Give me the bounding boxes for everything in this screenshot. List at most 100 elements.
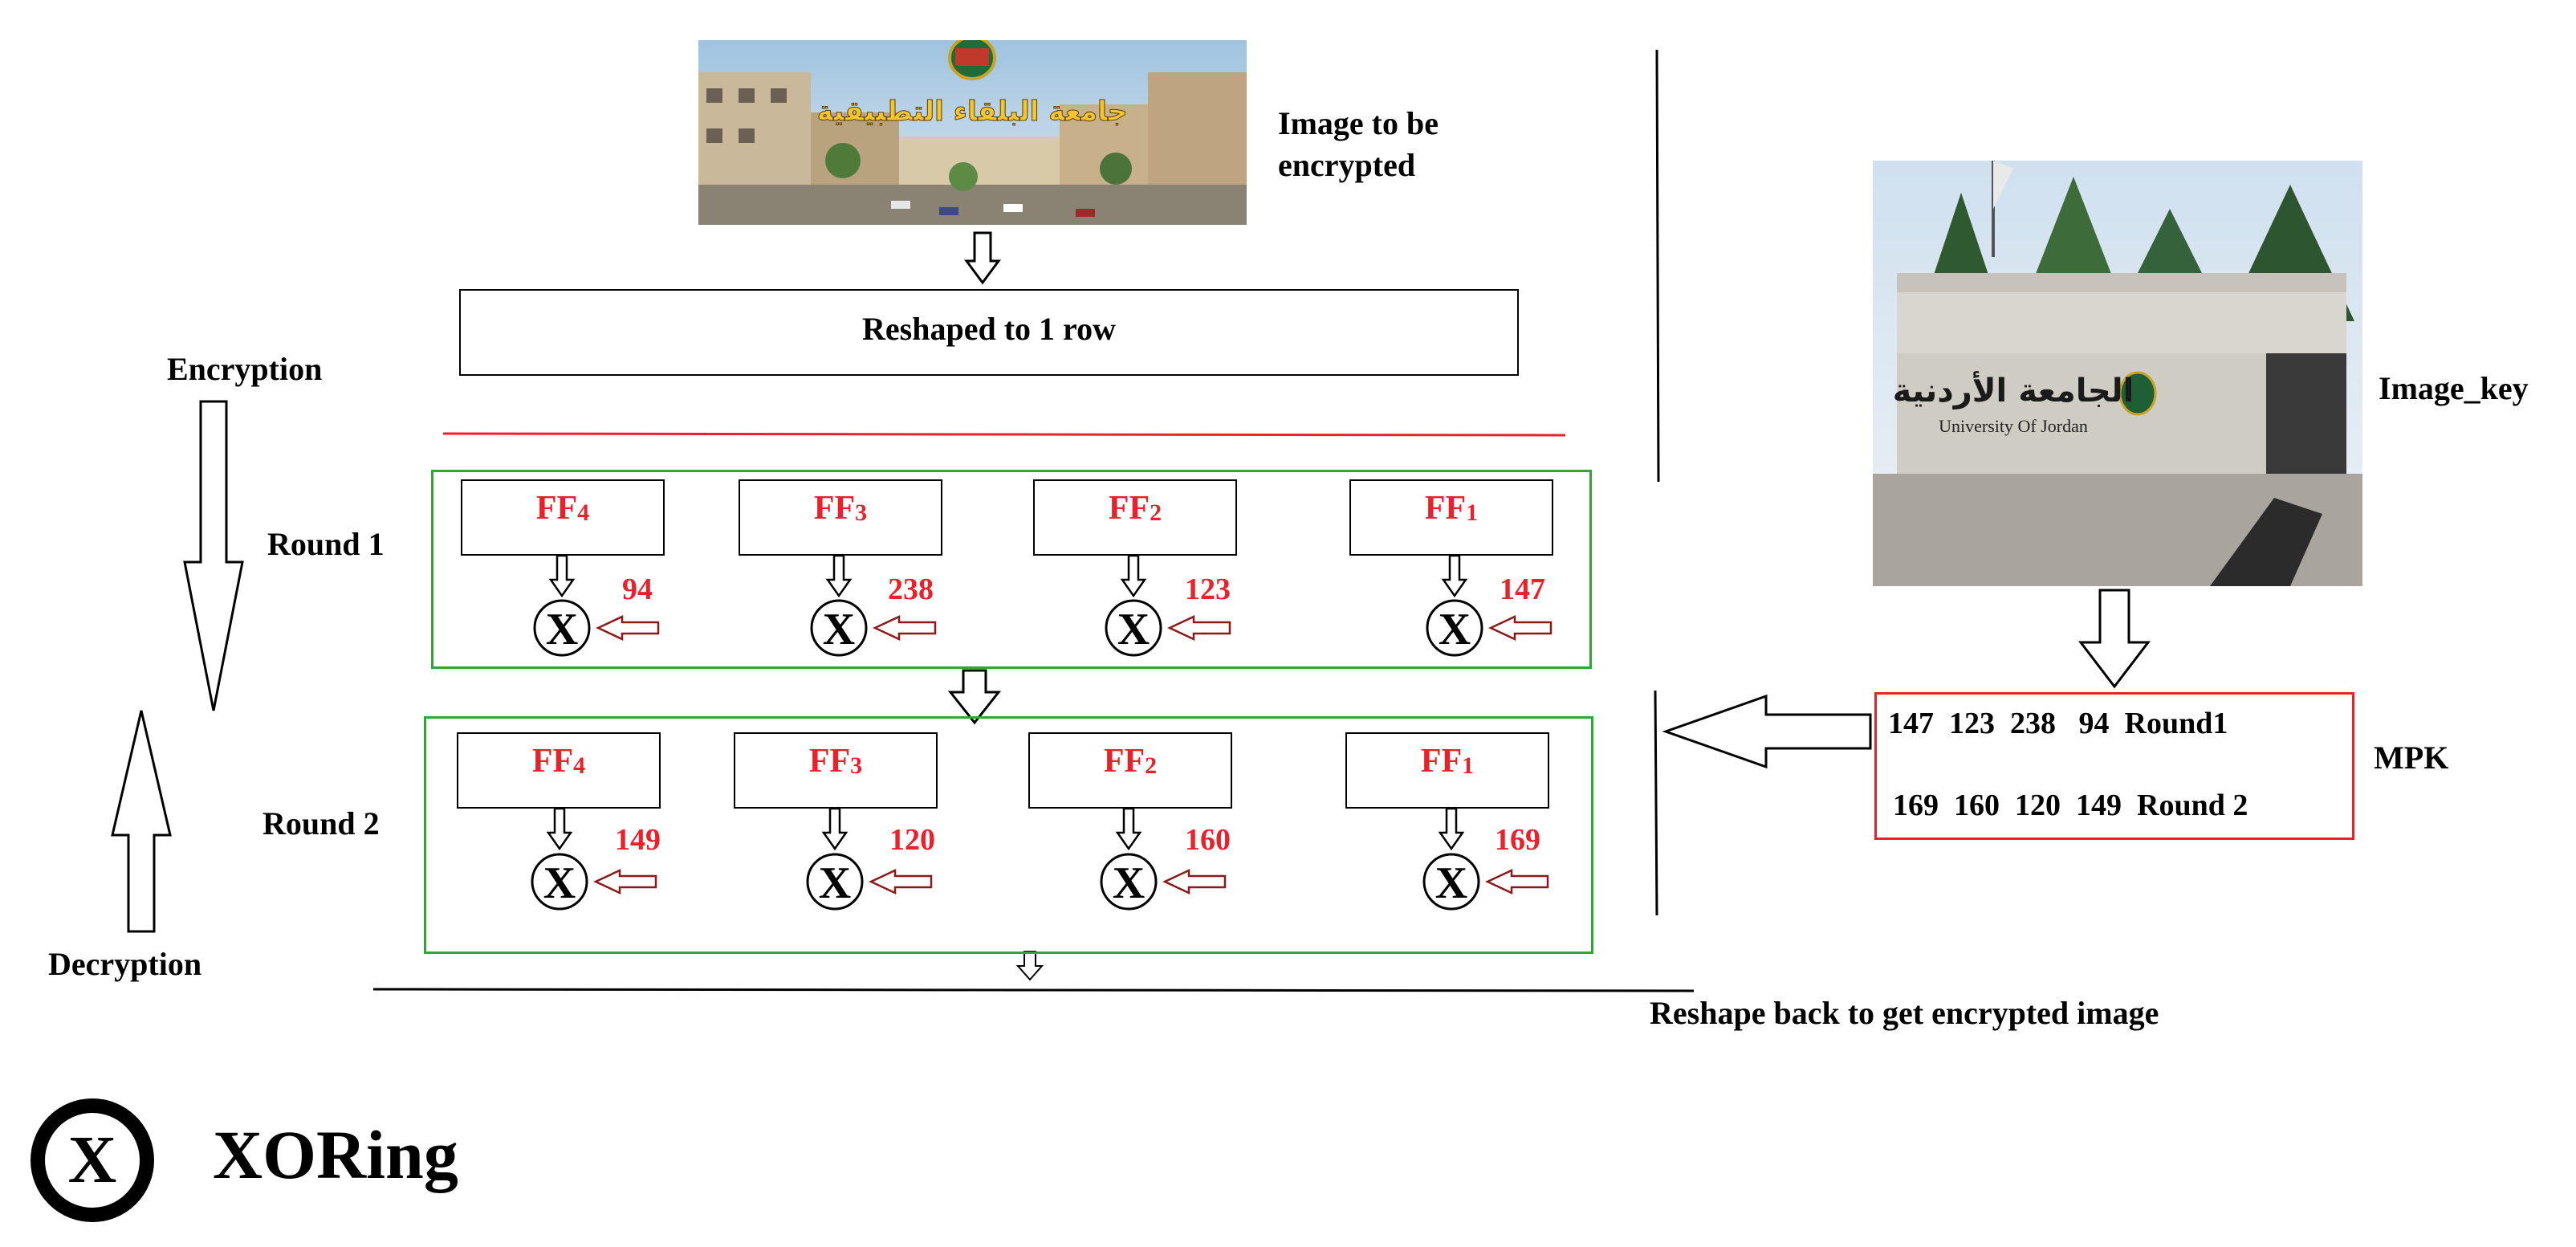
round-key-value: 123	[1185, 573, 1231, 606]
xor-symbol: X	[1117, 605, 1150, 654]
ff-name: FF	[1424, 490, 1467, 527]
xor-icon	[806, 853, 864, 911]
mpk-round-label: Round 2	[2137, 789, 2248, 822]
image-to-encrypt-label: Image to be encrypted	[1278, 105, 1439, 183]
xor-symbol: X	[823, 605, 855, 654]
ff-box: FF4	[457, 732, 661, 809]
key-input-arrow-icon	[869, 869, 933, 894]
down-arrow-icon	[1115, 809, 1142, 851]
mpk-key: 123	[1949, 707, 1995, 740]
ff-subscript: 4	[573, 752, 586, 779]
key-input-arrow-icon	[1488, 615, 1553, 641]
xor-unit: X	[1100, 809, 1227, 911]
xor-unit: X	[531, 809, 657, 911]
round-1-box	[431, 470, 1592, 669]
xor-legend-label: XORing	[213, 1116, 458, 1193]
image-to-encrypt-photo: جامعة البلقاء التطبيقية	[698, 40, 1247, 225]
mpk-label: MPK	[2374, 740, 2449, 776]
key-input-arrow-icon	[1485, 869, 1549, 894]
key-input-arrow-icon	[593, 869, 657, 894]
mpk-key: 149	[2076, 789, 2122, 822]
ff-subscript: 3	[855, 499, 868, 526]
mpk-key: 169	[1893, 789, 1939, 822]
xor-legend-symbol: X	[68, 1123, 117, 1197]
mpk-key: 120	[2015, 789, 2061, 822]
xor-symbol: X	[1435, 858, 1467, 908]
down-arrow-icon	[546, 809, 573, 851]
xor-icon	[1105, 599, 1162, 657]
down-arrow-icon	[1438, 809, 1465, 851]
down-arrow-icon	[821, 809, 848, 851]
xor-icon	[1100, 853, 1158, 911]
ff-name: FF	[1103, 743, 1146, 780]
xor-icon	[533, 599, 591, 657]
ff-subscript: 4	[577, 499, 590, 526]
key-input-arrow-icon	[873, 615, 937, 641]
ff-box: FF4	[461, 479, 665, 556]
xor-legend: X XORing	[20, 1092, 502, 1229]
key-photo-sign-arabic: الجامعة الأردنية	[1893, 370, 2134, 410]
key-input-arrow-icon	[1167, 615, 1231, 641]
xor-symbol: X	[543, 858, 576, 908]
xor-unit: X	[810, 556, 937, 657]
down-arrow-icon	[825, 556, 853, 598]
round-1-label: Round 1	[267, 526, 385, 562]
top-photo-sign-text: جامعة البلقاء التطبيقية	[817, 96, 1128, 128]
xor-unit: X	[533, 556, 660, 657]
mpk-key: 160	[1954, 789, 2000, 822]
reshape-back-label: Reshape back to get encrypted image	[1650, 995, 2159, 1031]
down-arrow-icon	[1120, 556, 1147, 598]
round-2-box	[424, 716, 1593, 954]
xor-legend-icon	[31, 1098, 154, 1222]
mpk-row-2: 169 160 120 149 Round 2	[1893, 784, 2248, 826]
ff-subscript: 2	[1145, 752, 1158, 779]
round-key-value: 149	[615, 823, 661, 857]
xor-unit: X	[1422, 809, 1549, 911]
down-arrow-icon	[548, 556, 576, 598]
image-key-label: Image_key	[2379, 370, 2529, 406]
reshape-row-box: Reshaped to 1 row	[459, 289, 1519, 376]
mpk-box: 147 123 238 94 Round1 169 160 120 149 Ro…	[1874, 692, 2354, 840]
mpk-row-1: 147 123 238 94 Round1	[1888, 703, 2228, 744]
encryption-label: Encryption	[167, 351, 323, 387]
ff-box: FF3	[734, 732, 938, 809]
xor-symbol: X	[1439, 605, 1471, 654]
round-key-value: 238	[888, 573, 934, 606]
xor-icon	[810, 599, 868, 657]
key-input-arrow-icon	[596, 615, 660, 641]
ff-box: FF2	[1028, 732, 1232, 809]
ff-subscript: 3	[850, 752, 863, 779]
mpk-key: 94	[2078, 707, 2110, 740]
key-photo-sign-english: University Of Jordan	[1939, 416, 2088, 436]
ff-name: FF	[1420, 743, 1463, 780]
xor-symbol: X	[819, 858, 851, 908]
mpk-key: 147	[1888, 707, 1934, 740]
mpk-round-label: Round1	[2124, 707, 2228, 740]
xor-symbol: X	[1113, 858, 1145, 908]
ff-name: FF	[808, 743, 851, 780]
ff-subscript: 2	[1150, 499, 1162, 526]
xor-icon	[1422, 853, 1480, 911]
xor-unit: X	[806, 809, 933, 911]
round-2-label: Round 2	[262, 805, 380, 842]
ff-subscript: 1	[1462, 752, 1475, 779]
round-key-value: 147	[1500, 573, 1545, 606]
ff-box: FF1	[1345, 732, 1549, 809]
round-key-value: 94	[622, 573, 653, 606]
ff-name: FF	[535, 490, 578, 527]
ff-box: FF2	[1033, 479, 1237, 556]
ff-name: FF	[813, 490, 856, 527]
image-key-photo: الجامعة الأردنية University Of Jordan	[1873, 161, 2362, 586]
ff-name: FF	[531, 743, 574, 780]
xor-unit: X	[1426, 556, 1553, 657]
key-input-arrow-icon	[1162, 869, 1227, 894]
xor-symbol: X	[546, 605, 578, 654]
mpk-key: 238	[2010, 707, 2056, 740]
decryption-label: Decryption	[48, 946, 202, 982]
round-key-value: 120	[889, 823, 935, 857]
round-key-value: 169	[1495, 823, 1540, 857]
ff-box: FF1	[1349, 479, 1553, 556]
xor-unit: X	[1105, 556, 1231, 657]
round-key-value: 160	[1185, 823, 1231, 857]
